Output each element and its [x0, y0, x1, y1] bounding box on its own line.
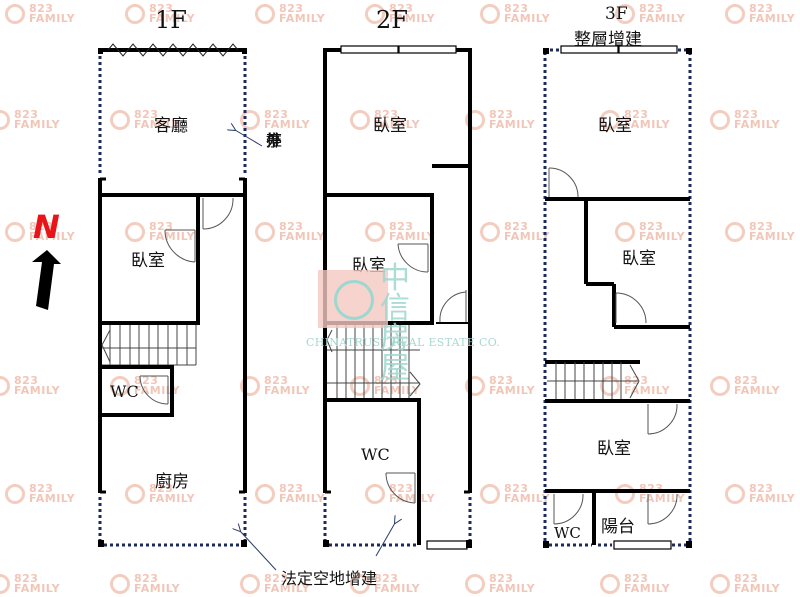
house-logo-icon: [125, 4, 145, 24]
room-label-bedroom-middle: 臥室: [622, 249, 656, 269]
house-logo-icon: [365, 4, 385, 24]
house-logo-icon: [255, 222, 275, 242]
room-label-bedroom-front: 臥室: [598, 116, 632, 136]
room-label-kitchen: 廚房: [155, 472, 189, 492]
floor-title-3f: 3F: [605, 4, 628, 24]
house-logo-icon: [465, 376, 485, 396]
floor-title-2f: 2F: [376, 6, 408, 34]
floor-2f-plan: [323, 45, 472, 557]
house-logo-icon: [350, 574, 370, 594]
house-logo-icon: [480, 222, 500, 242]
house-logo-icon: [0, 574, 10, 594]
north-arrow-icon: [32, 250, 61, 310]
floor-3f-plan: [543, 45, 692, 550]
house-logo-icon: [5, 484, 25, 504]
house-logo-icon: [110, 376, 130, 396]
house-logo-icon: [465, 574, 485, 594]
house-logo-icon: [710, 376, 730, 396]
compass-north-label: N: [33, 208, 60, 246]
house-logo-icon: [255, 484, 275, 504]
house-logo-icon: [255, 4, 275, 24]
house-logo-icon: [725, 222, 745, 242]
house-logo-icon: [365, 484, 385, 504]
house-logo-icon: [615, 222, 635, 242]
floor-title-1f: 1F: [155, 6, 187, 34]
room-label-wc: WC: [554, 524, 581, 542]
house-logo-icon: [240, 574, 260, 594]
house-logo-icon: [600, 376, 620, 396]
house-logo-icon: [125, 222, 145, 242]
house-logo-icon: [365, 222, 385, 242]
house-logo-icon: [480, 4, 500, 24]
room-label-wc: WC: [361, 445, 390, 464]
house-logo-icon: [600, 574, 620, 594]
house-logo-icon: [480, 484, 500, 504]
house-logo-icon: [0, 376, 10, 396]
globe-icon: [334, 280, 374, 320]
house-logo-icon: [710, 110, 730, 130]
house-logo-icon: [5, 4, 25, 24]
annotation-legal-open-space: 法定空地增建: [281, 569, 378, 588]
room-label-wc: WC: [110, 382, 139, 401]
house-logo-icon: [725, 4, 745, 24]
house-logo-icon: [5, 222, 25, 242]
house-logo-icon: [110, 574, 130, 594]
house-logo-icon: [0, 110, 10, 130]
logo-english-text: CHINATRUST REAL ESTATE CO.: [306, 336, 501, 349]
house-logo-icon: [240, 110, 260, 130]
house-logo-icon: [600, 110, 620, 130]
logo-chinese-text: 中 信房屋: [380, 261, 410, 386]
house-logo-icon: [710, 574, 730, 594]
house-logo-icon: [125, 484, 145, 504]
room-label-bedroom-front: 臥室: [373, 116, 407, 136]
room-label-bedroom: 臥室: [131, 251, 165, 271]
room-label-balcony: 陽台: [601, 517, 635, 537]
house-logo-icon: [350, 376, 370, 396]
house-logo-icon: [725, 484, 745, 504]
house-logo-icon: [465, 110, 485, 130]
floor-subtitle-3f: 整層增建: [574, 30, 642, 50]
house-logo-icon: [615, 4, 635, 24]
floor-1f-plan: [98, 43, 277, 571]
room-label-living-room: 客廳: [154, 116, 188, 136]
house-logo-icon: [240, 376, 260, 396]
house-logo-icon: [615, 484, 635, 504]
house-logo-icon: [110, 110, 130, 130]
house-logo-icon: [350, 110, 370, 130]
room-label-bedroom-rear: 臥室: [597, 439, 631, 459]
